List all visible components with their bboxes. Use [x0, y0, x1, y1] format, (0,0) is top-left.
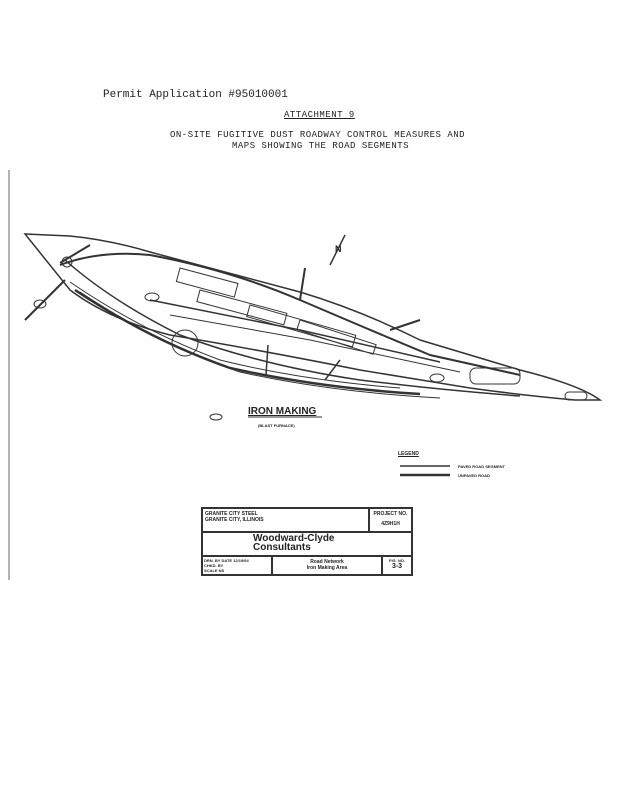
company-name: Woodward-Clyde: [253, 533, 335, 544]
drawn-by: DRN. BY DATE 12/19/94: [204, 558, 249, 563]
drawing-title-2: Iron Making Area: [306, 565, 348, 571]
subtitle-line-2: MAPS SHOWING THE ROAD SEGMENTS: [232, 141, 410, 151]
project-number: 4Z9H1H: [381, 521, 400, 527]
title-block: GRANITE CITY STEEL GRANITE CITY, ILLINOI…: [201, 507, 413, 576]
map-subtitle: (BLAST FURNACE): [258, 423, 295, 428]
legend-item-unpaved: UNPAVED ROAD: [458, 473, 490, 478]
legend-title: LEGEND: [398, 451, 419, 457]
attachment-heading: ATTACHMENT 9: [284, 110, 355, 120]
figure-number: 3-3: [391, 563, 403, 570]
north-arrow-label: N: [335, 244, 342, 254]
figure-label: FIG. NO.: [389, 558, 405, 563]
legend-item-paved: PAVED ROAD SEGMENT: [458, 464, 505, 469]
drawing-title-1: Road Network: [310, 559, 344, 565]
company-name-2: Consultants: [253, 542, 311, 553]
project-label: PROJECT NO.: [373, 511, 408, 517]
permit-number: Permit Application #95010001: [103, 89, 288, 101]
subtitle-line-1: ON-SITE FUGITIVE DUST ROADWAY CONTROL ME…: [170, 130, 466, 140]
client-line-2: GRANITE CITY, ILLINOIS: [205, 517, 264, 523]
map-title: IRON MAKING: [248, 406, 317, 417]
scale: SCALE NS: [204, 568, 225, 573]
checked-by: CHKD. BY: [204, 563, 224, 568]
client-line-1: GRANITE CITY STEEL: [205, 511, 258, 517]
